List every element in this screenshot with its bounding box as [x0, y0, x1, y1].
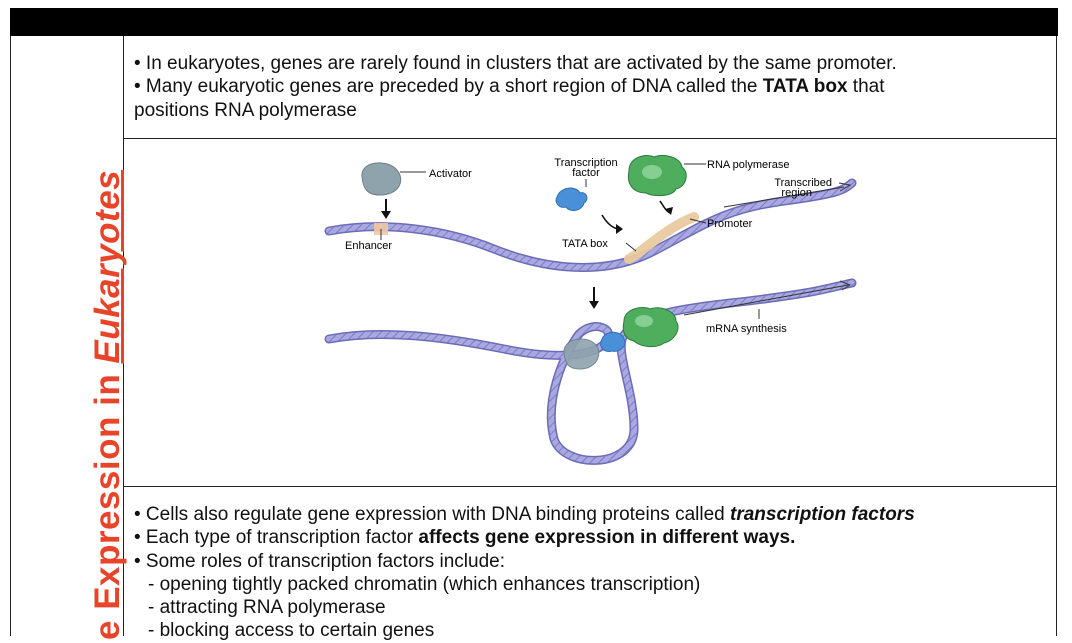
activator-protein — [361, 162, 402, 196]
transcription-diagram: Activator Enhancer Transcription factor … — [324, 154, 857, 465]
body-bullet-1-text: • Cells also regulate gene expression wi… — [134, 504, 730, 525]
intro-bullet-2: • Many eukaryotic genes are preceded by … — [134, 75, 1057, 98]
tata-box-term: TATA box — [762, 76, 848, 98]
label-transcribed-1: Transcribed — [774, 177, 832, 189]
body-bullet-1: • Cells also regulate gene expression wi… — [134, 503, 1057, 526]
body-bullet-2: • Each type of transcription factor affe… — [134, 526, 1057, 549]
activator-bound — [563, 338, 600, 370]
transcription-factor — [555, 187, 588, 211]
body-bullet-2-text: • Each type of transcription factor — [134, 527, 419, 549]
label-tf-line1: Transcription — [554, 157, 617, 169]
label-tf-line2: factor — [572, 167, 600, 179]
body-role-2: - attracting RNA polymerase — [148, 597, 386, 619]
side-title-plain: e Expression in — [88, 363, 127, 640]
content-frame — [10, 36, 1057, 636]
promoter-region — [624, 212, 699, 264]
intro-section: • In eukaryotes, genes are rarely found … — [124, 36, 1057, 139]
intro-bullet-1: • In eukaryotes, genes are rarely found … — [134, 53, 897, 74]
intro-bullet-2-text: • Many eukaryotic genes are preceded by … — [134, 76, 763, 98]
body-role-3: - blocking access to certain genes — [148, 620, 435, 642]
label-mrna-synthesis: mRNA synthesis — [706, 323, 787, 335]
intro-bullet-2-end: that — [847, 76, 885, 98]
transcribed-arrow — [723, 186, 845, 208]
transcription-factors-term: transcription factors — [730, 504, 915, 525]
intro-bullet-2-cont: positions RNA polymerase — [134, 99, 357, 121]
side-title: e Expression in Eukaryotes — [88, 170, 128, 640]
tf-bound — [600, 331, 626, 352]
label-activator: Activator — [429, 168, 472, 180]
header-bar — [10, 8, 1058, 36]
body-bullet-3: • Some roles of transcription factors in… — [134, 550, 505, 572]
dna-loop — [324, 278, 857, 465]
label-enhancer: Enhancer — [345, 240, 392, 252]
label-promoter: Promoter — [707, 218, 753, 230]
transcription-factors-section: • Cells also regulate gene expression wi… — [124, 487, 1057, 641]
label-rna-polymerase: RNA polymerase — [707, 159, 790, 171]
diagram-section: Activator Enhancer Transcription factor … — [124, 139, 1057, 487]
body-role-1: - opening tightly packed chromatin (whic… — [148, 573, 701, 595]
body-bullet-2-emph: affects gene expression in different way… — [418, 527, 796, 549]
rnap-bound — [622, 307, 679, 348]
side-title-emphasis: Eukaryotes — [88, 169, 127, 364]
label-transcribed-2: region — [781, 187, 812, 199]
side-column — [10, 36, 124, 636]
label-tata: TATA box — [562, 238, 608, 250]
